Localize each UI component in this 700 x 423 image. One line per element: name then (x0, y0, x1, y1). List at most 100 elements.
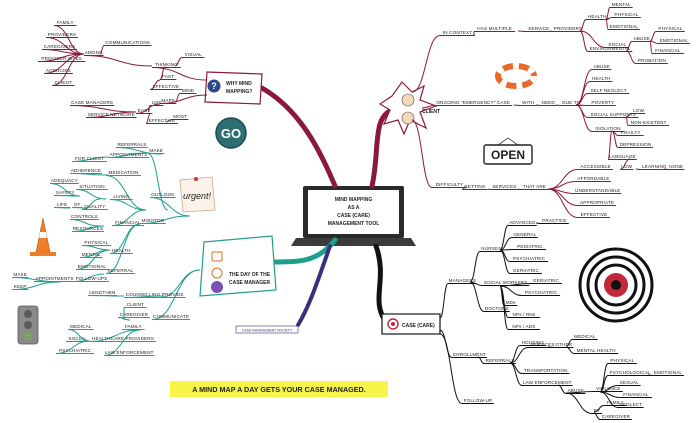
client_branch-connector (625, 113, 633, 118)
case_branch-connector (469, 281, 485, 312)
day_branch-label: RESOURCES (73, 226, 103, 231)
day-node-box (199, 235, 277, 297)
day_branch-connector (71, 156, 109, 162)
why-branch-tree (37, 25, 208, 124)
client_branch-label: APPROPRIATE (580, 200, 614, 205)
case_branch-label: FINANCIAL (623, 392, 649, 397)
day_branch-connector (53, 207, 71, 209)
day_branch-label: FOR CLIENT (75, 156, 104, 161)
client_branch-connector (547, 169, 579, 190)
client_branch-label: SERVICES (492, 184, 516, 189)
day_branch-label: EMOTIONAL (78, 264, 107, 269)
case_branch-label: NPs / ADS (512, 324, 535, 329)
case_branch-label: ADVANCED (509, 220, 536, 225)
go-button[interactable]: GO (215, 117, 247, 149)
client_branch-connector (549, 30, 553, 32)
day_branch-connector (71, 225, 105, 232)
open-sign: OPEN (483, 137, 533, 165)
case_branch-label: OTHER (555, 342, 572, 347)
client_branch-connector (555, 104, 561, 106)
case_branch-connector (499, 285, 523, 296)
why_branch-label: MOST (173, 114, 187, 119)
why_branch-connector (159, 94, 208, 104)
why_branch-label: MIND (182, 88, 195, 93)
day_branch-label: CAREGIVER (120, 312, 149, 317)
day_branch-label: LIVING (113, 194, 129, 199)
day_branch-label: MAKE (149, 148, 163, 153)
day_branch-connector (117, 317, 131, 321)
case_branch-label: LAW ENFORCEMENT (523, 380, 572, 385)
client-node: CLIENT (378, 81, 440, 136)
branch-case-care (373, 243, 389, 325)
case_branch-label: HOUSING (522, 340, 545, 345)
case_branch-connector (439, 283, 449, 319)
client_branch-connector (625, 50, 637, 64)
client_branch-connector (461, 186, 467, 190)
day_branch-label: REFERRAL (108, 268, 134, 273)
case_branch-label: CAREGIVER (602, 414, 631, 419)
client_branch-label: EMOTIONAL (660, 38, 689, 43)
day_branch-label: CLIENT (127, 302, 144, 307)
slogan-banner-bg (170, 381, 388, 397)
case_branch-connector (565, 346, 575, 354)
client_branch-connector (579, 30, 589, 52)
traffic-cone-icon (30, 217, 56, 256)
go-button-label[interactable]: GO (221, 126, 241, 141)
client_branch-connector (579, 30, 607, 48)
day_branch-label: ADHERENCE (71, 168, 101, 173)
day-title-line2: CASE MANAGER (229, 280, 271, 286)
client_branch-label: ABUSE (634, 36, 650, 41)
client_branch-label: LOW (633, 108, 644, 113)
case-care-label: CASE (CARE) (402, 323, 435, 329)
client_branch-connector (663, 168, 669, 170)
target-icon (578, 247, 654, 323)
client_branch-connector (411, 119, 433, 188)
day_branch-connector (123, 295, 165, 298)
case_branch-label: ABUSE (568, 388, 584, 393)
day_branch-connector (53, 195, 81, 197)
why_branch-connector (165, 119, 173, 123)
case_branch-connector (593, 405, 605, 413)
client_branch-label: DUE TO (562, 100, 580, 105)
why_branch-connector (135, 103, 161, 114)
day_branch-connector (105, 175, 147, 211)
client_branch-label: POVERTY (591, 100, 614, 105)
why-branch-labels: THINKINGVISUALFASTEFFECTIVEMAPSMINDEASYU… (41, 20, 202, 123)
case_branch-label: PHYSICAL (610, 358, 634, 363)
open-sign-label: OPEN (491, 148, 525, 162)
client_branch-label: PHYSICAL (614, 12, 638, 17)
why_branch-label: FAMILY (57, 20, 74, 25)
go-button-circle[interactable] (215, 117, 247, 149)
day_branch-connector (103, 329, 141, 356)
client_branch-connector (547, 181, 577, 190)
center-title-line2: AS A (348, 205, 360, 211)
day_branch-connector (69, 219, 101, 227)
case_branch-connector (557, 384, 567, 394)
day_branch-label: APPOINTMENTS (110, 152, 148, 157)
why_branch-label: USE (152, 100, 162, 105)
case_branch-connector (477, 356, 485, 364)
branch-client (369, 107, 395, 189)
client_branch-label: MENTAL (612, 2, 631, 7)
traffic-light-icon (17, 305, 39, 345)
case_branch-connector (499, 225, 509, 251)
credit-label: CASE MANAGEMENT SOCIETY (242, 329, 293, 333)
case_branch-connector (535, 222, 541, 224)
why-node-box (204, 71, 263, 105)
why_branch-label: VISUAL (185, 52, 203, 57)
client_branch-connector (649, 31, 657, 42)
why_branch-label: FAST (162, 74, 174, 79)
day_branch-label: MENTAL (82, 252, 101, 257)
client_branch-connector (649, 40, 653, 54)
day_branch-connector (139, 215, 191, 224)
day_branch-label: APPOINTMENTS (36, 276, 74, 281)
client_branch-label: HEALTH (592, 76, 611, 81)
client_branch-label: UNDERSTANDABLE (575, 188, 620, 193)
center-title-line4: MANAGEMENT TOOL (328, 221, 380, 227)
case_branch-connector (439, 333, 463, 404)
day_branch-label: SOCIAL (68, 336, 86, 341)
day_branch-connector (69, 173, 109, 176)
